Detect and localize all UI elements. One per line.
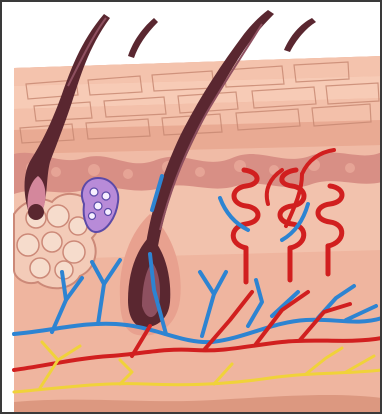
skin-cross-section-illustration	[0, 0, 382, 414]
skin-diagram-frame	[0, 0, 382, 414]
